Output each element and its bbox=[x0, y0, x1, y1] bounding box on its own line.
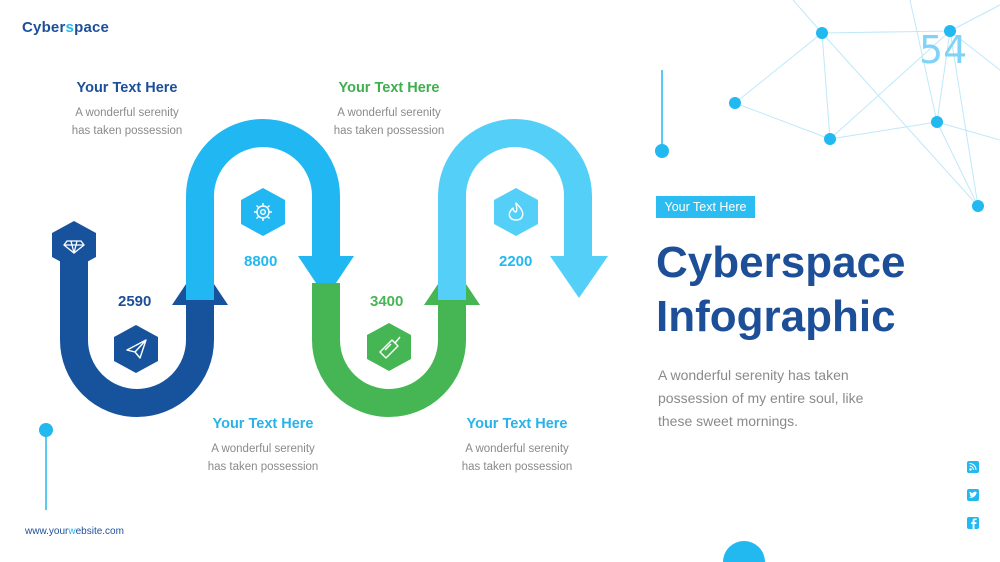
path-segment-3 bbox=[312, 283, 466, 417]
arrow-head-down-2 bbox=[550, 256, 608, 298]
accent-dot-bottom bbox=[39, 423, 53, 437]
path-segment-1 bbox=[60, 250, 214, 417]
tag-label: Your Text Here bbox=[656, 196, 755, 218]
step-2-value: 8800 bbox=[244, 253, 278, 270]
main-title: Cyberspace Infographic bbox=[656, 236, 986, 344]
gear-icon bbox=[254, 203, 272, 221]
paper-plane-icon bbox=[126, 339, 147, 359]
page-number: 54 bbox=[919, 28, 968, 72]
arrow-head-down-1 bbox=[298, 256, 354, 298]
step-1-hexagon bbox=[114, 325, 158, 373]
fire-icon bbox=[508, 202, 524, 221]
step-2-hexagon bbox=[241, 188, 285, 236]
step-3-title: Your Text Here bbox=[338, 80, 440, 96]
step-1-title: Your Text Here bbox=[76, 80, 178, 96]
step-3-hexagon bbox=[367, 323, 411, 371]
step-1-value: 2590 bbox=[118, 293, 152, 310]
website-link[interactable]: www.yourwebsite.com bbox=[25, 526, 124, 537]
trowel-icon bbox=[379, 336, 401, 359]
path-segment-2 bbox=[186, 119, 340, 300]
path-segment-4 bbox=[438, 119, 592, 300]
network-decoration bbox=[734, 0, 1000, 207]
brand-logo: Cyberspace bbox=[22, 19, 110, 36]
twitter-icon[interactable] bbox=[967, 489, 979, 501]
facebook-icon[interactable] bbox=[967, 517, 979, 529]
main-description: A wonderful serenity has taken possessio… bbox=[658, 367, 864, 429]
diamond-icon bbox=[63, 240, 85, 254]
rss-icon[interactable] bbox=[967, 461, 979, 473]
bottom-half-circle bbox=[723, 541, 765, 562]
main-title-line-2: Infographic bbox=[656, 292, 896, 341]
step-4-value: 2200 bbox=[499, 253, 533, 270]
step-4-title: Your Text Here bbox=[466, 416, 568, 432]
step-3-value: 3400 bbox=[370, 293, 404, 310]
step-2-title: Your Text Here bbox=[212, 416, 314, 432]
accent-dot-top bbox=[655, 144, 669, 158]
main-title-line-1: Cyberspace bbox=[656, 238, 906, 287]
network-nodes bbox=[729, 25, 984, 212]
